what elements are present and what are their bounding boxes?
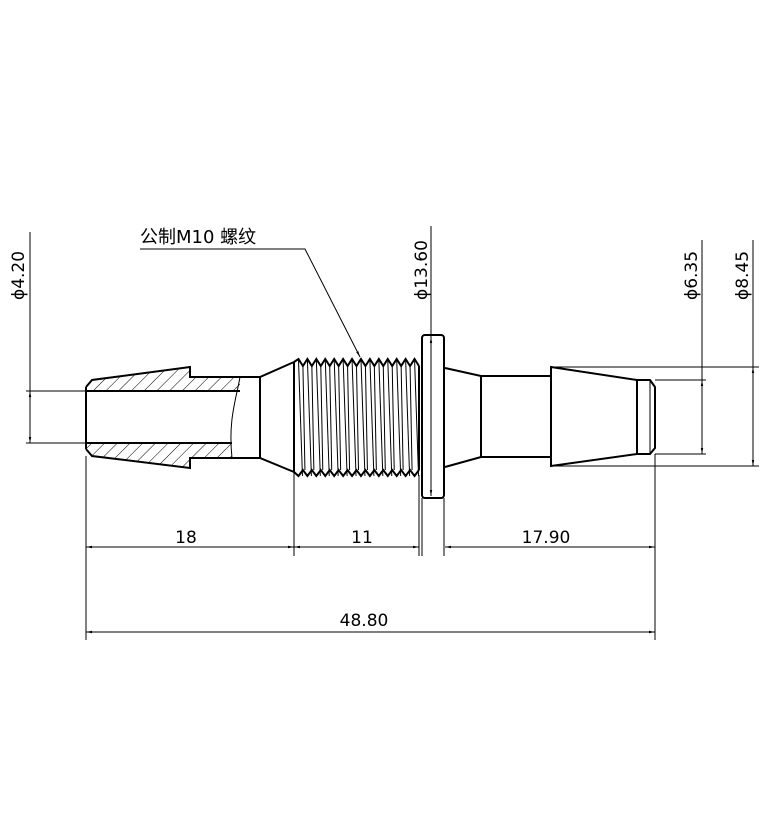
dim-tip-right: ϕ6.35 xyxy=(682,251,702,300)
thread-crest-line xyxy=(347,365,351,471)
thread-crest-line xyxy=(311,365,315,471)
thread-crest-line xyxy=(351,358,357,477)
thread-crest-line xyxy=(378,358,384,477)
thread-crest-line xyxy=(405,358,411,477)
thread-crest-line xyxy=(338,365,342,471)
thread-crest-line xyxy=(391,365,395,471)
thread-crest-line xyxy=(396,358,402,477)
dim-overall-length: 48.80 xyxy=(340,611,389,631)
thread-crest-line xyxy=(333,358,339,477)
thread-crest-line xyxy=(369,358,375,477)
thread-crest-line xyxy=(400,365,404,471)
thread-crest-line xyxy=(315,358,321,477)
thread-crest-line xyxy=(329,365,333,471)
dim-flange: ϕ13.60 xyxy=(412,240,432,300)
m10-thread xyxy=(293,357,420,478)
dim-bore-left: ϕ4.20 xyxy=(9,251,29,300)
dim-right-length: 17.90 xyxy=(522,528,571,548)
right-barb xyxy=(444,365,656,468)
thread-crest-line xyxy=(373,365,377,471)
thread-crest-line xyxy=(302,365,306,471)
thread-crest-line xyxy=(364,365,368,471)
dim-thread-length: 11 xyxy=(351,528,373,548)
thread-crest-line xyxy=(320,365,324,471)
left-barb-section xyxy=(85,361,295,473)
thread-crest-line xyxy=(360,358,366,477)
thread-crest-line xyxy=(409,365,413,471)
thread-crest-line xyxy=(306,358,312,477)
dim-left-length: 18 xyxy=(175,528,197,548)
thread-crest-line xyxy=(342,358,348,477)
thread-crest-line xyxy=(324,358,330,477)
thread-crest-line xyxy=(297,358,303,477)
thread-callout: 公制M10 螺纹 xyxy=(140,227,361,358)
flange xyxy=(421,334,445,499)
thread-crest-line xyxy=(382,365,386,471)
extension-lines xyxy=(26,226,759,640)
dimension-lines xyxy=(28,337,755,634)
thread-note: 公制M10 螺纹 xyxy=(140,227,256,248)
thread-crest-line xyxy=(356,365,359,471)
thread-crest-line xyxy=(387,358,393,477)
dim-barb-right: ϕ8.45 xyxy=(733,251,753,300)
thread-crest-line xyxy=(414,358,420,477)
